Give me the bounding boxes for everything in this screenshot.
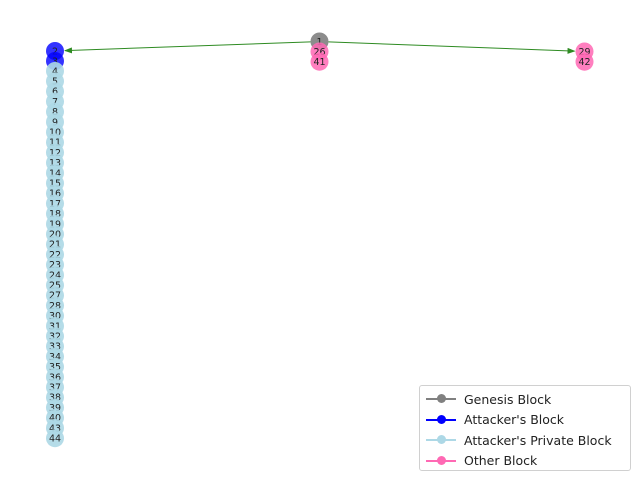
- other-marker-icon: [426, 455, 456, 466]
- block-node-label: 12: [49, 148, 61, 159]
- block-node-label: 32: [49, 332, 61, 343]
- genesis-marker-icon: [426, 394, 456, 404]
- legend-label: Attacker's Private Block: [464, 432, 612, 448]
- block-node-label: 31: [49, 321, 61, 332]
- block-node-label: 34: [49, 352, 61, 363]
- block-node-label: 23: [49, 260, 61, 271]
- block-node-label: 27: [49, 291, 61, 302]
- block-node-label: 42: [578, 57, 590, 68]
- block-node-44: 44: [46, 429, 64, 448]
- block-node-label: 2: [52, 46, 58, 57]
- block-node-label: 40: [49, 413, 61, 424]
- block-node-label: 8: [52, 107, 58, 118]
- block-node-label: 1: [316, 37, 322, 48]
- other-node-circle: [575, 52, 594, 71]
- block-node-label: 37: [49, 383, 61, 394]
- block-node-label: 11: [49, 138, 61, 149]
- block-node-label: 6: [52, 87, 58, 98]
- block-node-label: 20: [49, 230, 61, 241]
- edge-1-to-29: [328, 41, 576, 54]
- block-node-label: 10: [49, 128, 61, 139]
- legend-label: Genesis Block: [464, 391, 552, 407]
- block-node-label: 29: [578, 47, 590, 58]
- other-node-circle: [310, 52, 329, 71]
- block-node-label: 14: [49, 168, 61, 179]
- block-node-label: 30: [49, 311, 61, 322]
- block-node-label: 7: [52, 97, 58, 108]
- edges-layer: [63, 41, 576, 54]
- block-node-label: 13: [49, 158, 61, 169]
- block-node-label: 43: [49, 423, 61, 434]
- attacker-marker-icon: [426, 414, 456, 425]
- nodes-layer: 1264129422345678910111213141516171819202…: [46, 32, 594, 448]
- legend: Genesis Block Attacker's Block Attacker'…: [419, 385, 631, 471]
- block-node-label: 44: [49, 434, 61, 445]
- block-node-label: 9: [52, 117, 58, 128]
- block-node-label: 28: [49, 301, 61, 312]
- edge-1-to-2: [63, 41, 311, 54]
- block-node-label: 21: [49, 240, 61, 251]
- legend-label: Other Block: [464, 453, 538, 469]
- block-node-label: 35: [49, 362, 61, 373]
- block-node-41: 41: [310, 52, 329, 71]
- block-node-label: 22: [49, 250, 61, 261]
- block-node-label: 25: [49, 281, 61, 292]
- block-node-label: 36: [49, 372, 61, 383]
- block-node-42: 42: [575, 52, 594, 71]
- block-node-label: 5: [52, 77, 58, 88]
- attacker-private-marker-icon: [426, 435, 456, 445]
- block-node-label: 18: [49, 209, 61, 220]
- block-node-label: 15: [49, 179, 61, 190]
- block-node-label: 33: [49, 342, 61, 353]
- block-node-label: 3: [52, 56, 58, 67]
- attacker-private-node-circle: [46, 429, 64, 448]
- block-node-label: 41: [313, 57, 325, 68]
- block-node-label: 17: [49, 199, 61, 210]
- block-node-label: 26: [313, 47, 325, 58]
- block-node-label: 19: [49, 219, 61, 230]
- block-node-label: 16: [49, 189, 61, 200]
- block-node-label: 4: [52, 66, 58, 77]
- block-node-label: 24: [49, 270, 61, 281]
- block-node-label: 38: [49, 393, 61, 404]
- block-node-label: 39: [49, 403, 61, 414]
- legend-label: Attacker's Block: [464, 412, 565, 428]
- legend-item-genesis: Genesis Block: [426, 389, 630, 410]
- legend-item-attacker-private: Attacker's Private Block: [426, 430, 630, 451]
- legend-item-attacker: Attacker's Block: [426, 410, 630, 431]
- legend-item-other: Other Block: [426, 451, 630, 472]
